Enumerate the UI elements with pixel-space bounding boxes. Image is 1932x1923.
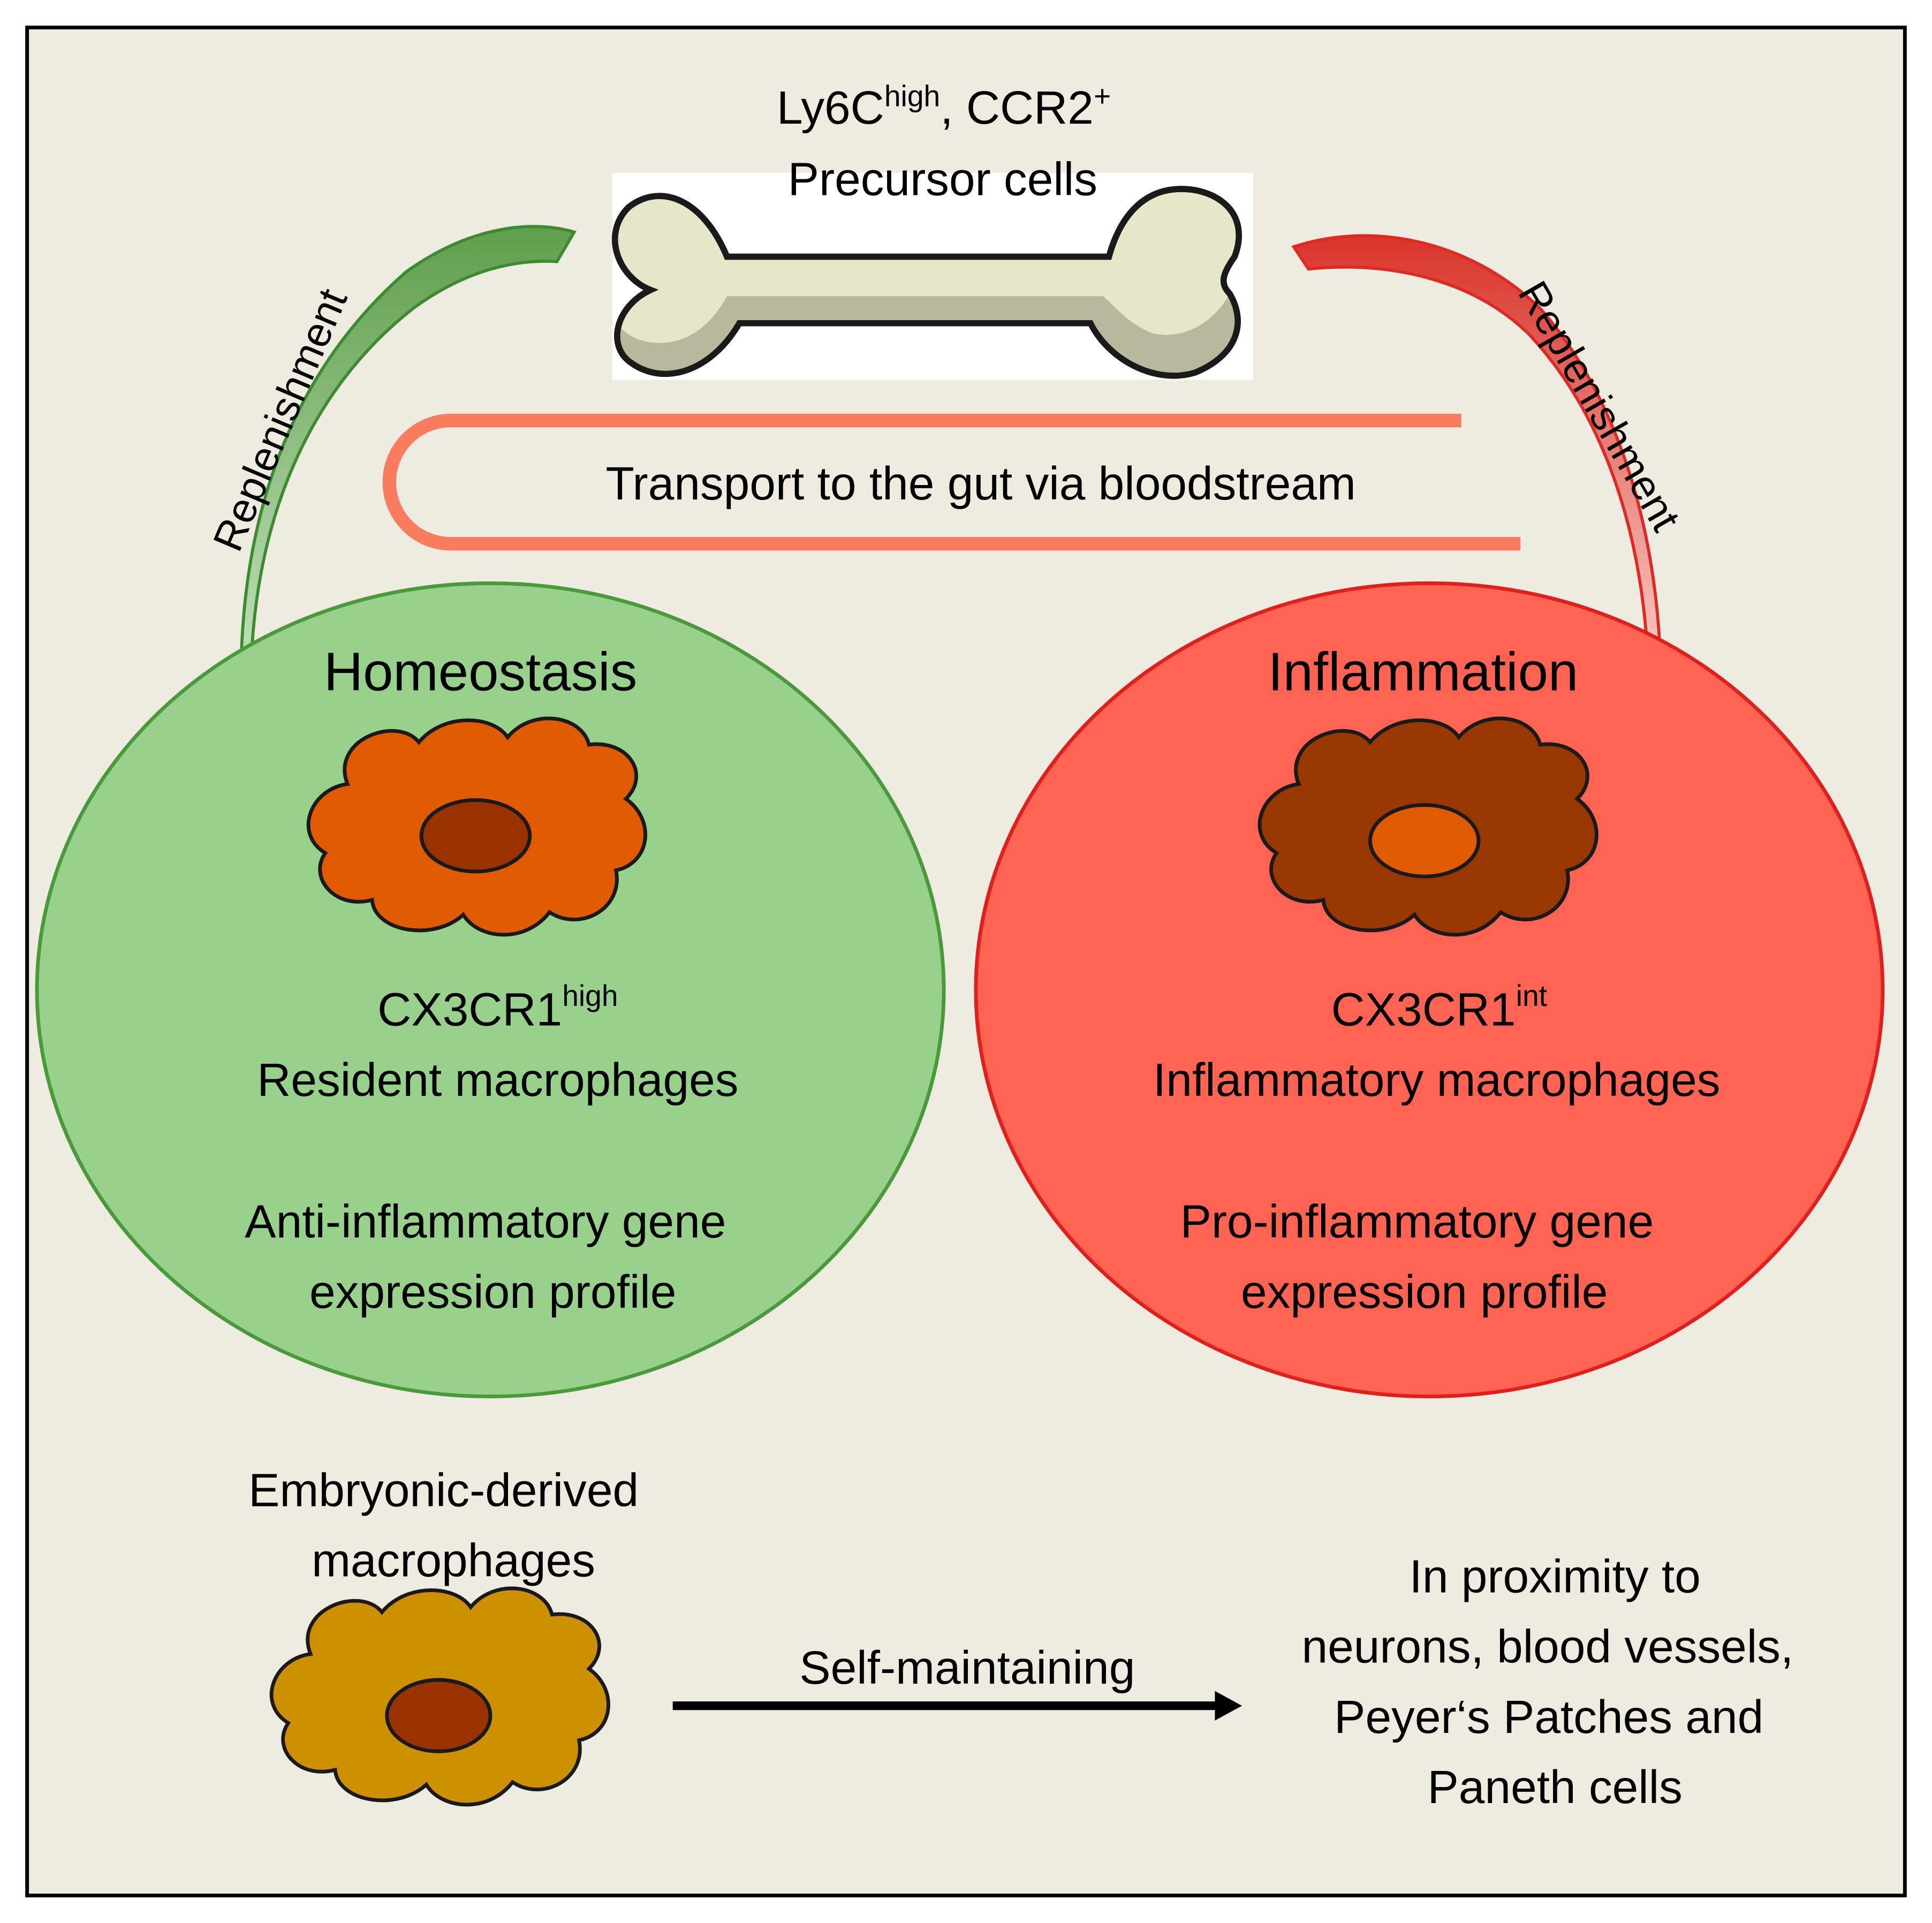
homeostasis-marker: CX3CR1high — [377, 979, 618, 1036]
proximity-line3: Peyer‘s Patches and — [1334, 1691, 1763, 1743]
inflammation-ellipse — [974, 581, 1885, 1398]
self-maintaining-label: Self-maintaining — [799, 1641, 1135, 1694]
bone-icon — [612, 172, 1253, 380]
self-maintaining-arrow — [672, 1691, 1242, 1721]
inflammation-title: Inflammation — [1268, 642, 1579, 702]
embryonic-macrophage-icon — [269, 1586, 610, 1807]
embryonic-label-line2: macrophages — [312, 1534, 595, 1587]
transport-label: Transport to the gut via bloodstream — [605, 457, 1356, 510]
precursor-cells-label: Precursor cells — [788, 153, 1097, 205]
embryonic-label-line1: Embryonic-derived — [248, 1464, 639, 1516]
inflammation-profile-line1: Pro-inflammatory gene — [1180, 1195, 1654, 1248]
inflammation-cell-type: Inflammatory macrophages — [1153, 1054, 1721, 1106]
homeostasis-ellipse — [35, 581, 946, 1398]
homeostasis-profile-line2: expression profile — [309, 1266, 676, 1318]
precursor-marker-label: Ly6Chigh, CCR2+ — [777, 80, 1111, 134]
proximity-line1: In proximity to — [1410, 1550, 1701, 1602]
inflammation-panel: Inflammation CX3CR1int Inflammatory macr… — [974, 581, 1885, 1398]
proximity-line2: neurons, blood vessels, — [1301, 1621, 1793, 1673]
homeostasis-profile-line1: Anti-inflammatory gene — [245, 1195, 726, 1248]
homeostasis-cell-type: Resident macrophages — [257, 1054, 738, 1106]
proximity-line4: Paneth cells — [1427, 1761, 1682, 1813]
resident-macrophage-icon — [306, 716, 647, 937]
inflammation-profile-line2: expression profile — [1241, 1266, 1608, 1318]
inflammation-marker: CX3CR1int — [1331, 979, 1547, 1036]
inflammatory-macrophage-icon — [1257, 716, 1598, 937]
homeostasis-panel: Homeostasis CX3CR1high Resident macropha… — [35, 581, 946, 1398]
homeostasis-title: Homeostasis — [324, 642, 637, 702]
bloodstream-loop — [382, 413, 1521, 551]
